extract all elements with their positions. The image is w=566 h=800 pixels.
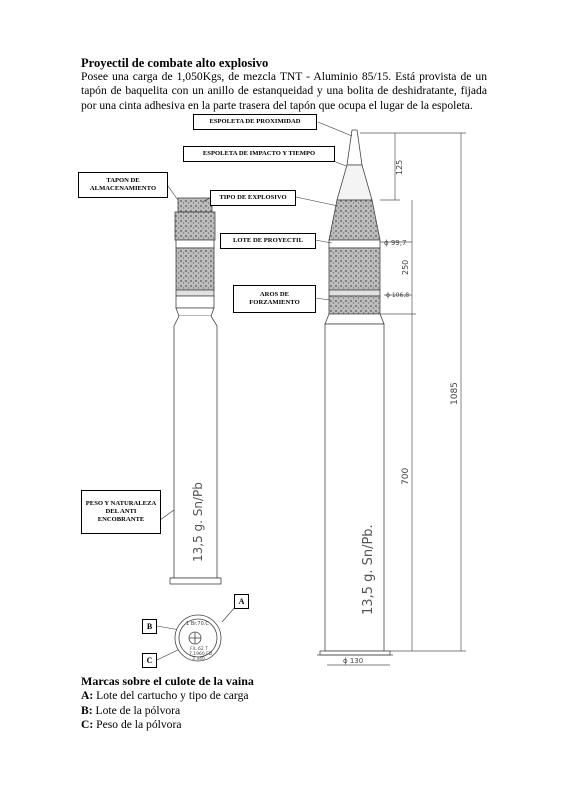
label-aros-forzamiento: AROS DE FORZAMIENTO — [233, 285, 316, 313]
list-item: A: Lote del cartucho y tipo de carga — [81, 689, 249, 704]
mark-key-a: A: — [81, 689, 94, 702]
label-c: C — [142, 653, 157, 668]
right-case — [324, 323, 385, 652]
list-item: B: Lote de la pólvora — [81, 704, 249, 719]
label-tipo-explosivo: TIPO DE EXPLOSIVO — [210, 190, 296, 206]
left-plug — [177, 197, 213, 213]
diameter-130: ϕ 130 — [343, 657, 363, 665]
dimension-700: 700 — [401, 468, 411, 485]
page-title: Proyectil de combate alto explosivo — [81, 56, 269, 70]
intro-paragraph: Posee una carga de 1,050Kgs, de mezcla T… — [81, 70, 487, 112]
dimension-1085: 1085 — [450, 382, 460, 405]
left-cartridge — [169, 197, 222, 585]
right-fuze — [346, 129, 363, 166]
marks-title: Marcas sobre el culote de la vaina — [81, 674, 254, 688]
dimension-lines — [327, 132, 466, 666]
cartridge-base-view — [174, 614, 222, 662]
right-case-text: 13,5 g. Sn/Pb. — [361, 524, 376, 615]
diameter-106-8: ϕ 106,8 — [386, 292, 409, 299]
label-a: A — [234, 594, 249, 609]
base-mark-3: 7.1960.FD — [189, 651, 213, 657]
label-espoleta-proximidad: ESPOLETA DE PROXIMIDAD — [193, 114, 317, 130]
diameter-99-7: ϕ 99,7 — [384, 239, 406, 247]
mark-key-b: B: — [81, 703, 93, 717]
base-mark-1: 1 Br.70.C — [186, 621, 209, 627]
right-cartridge — [317, 129, 393, 656]
dimension-125: 125 — [395, 160, 404, 175]
label-peso-naturaleza: PESO Y NATURALEZA DEL ANTI ENCOBRANTE — [81, 490, 161, 534]
right-lot-band — [328, 247, 381, 291]
mark-text-b: Lote de la pólvora — [95, 703, 181, 717]
dimension-250: 250 — [401, 260, 410, 275]
mark-text-c: Peso de la pólvora — [96, 718, 182, 731]
base-mark-2: F/L 62 T — [190, 646, 208, 652]
left-plug-body — [174, 211, 216, 241]
mark-key-c: C: — [81, 718, 94, 731]
list-item: C: Peso de la pólvora — [81, 718, 249, 733]
left-lot-band — [175, 247, 215, 291]
base-mark-4: 3 340 — [192, 656, 205, 662]
mark-text-a: Lote del cartucho y tipo de carga — [96, 689, 249, 702]
label-b: B — [142, 619, 157, 634]
label-lote-proyectil: LOTE DE PROYECTIL — [220, 233, 316, 249]
label-espoleta-impacto: ESPOLETA DE IMPACTO Y TIEMPO — [183, 146, 335, 162]
leader-lines — [156, 121, 353, 661]
label-tapon-almacenamiento: TAPON DE ALMACENAMIENTO — [78, 172, 168, 198]
left-case-text: 13,5 g. Sn/Pb — [191, 482, 205, 562]
marks-list: A: Lote del cartucho y tipo de carga B: … — [81, 689, 249, 733]
